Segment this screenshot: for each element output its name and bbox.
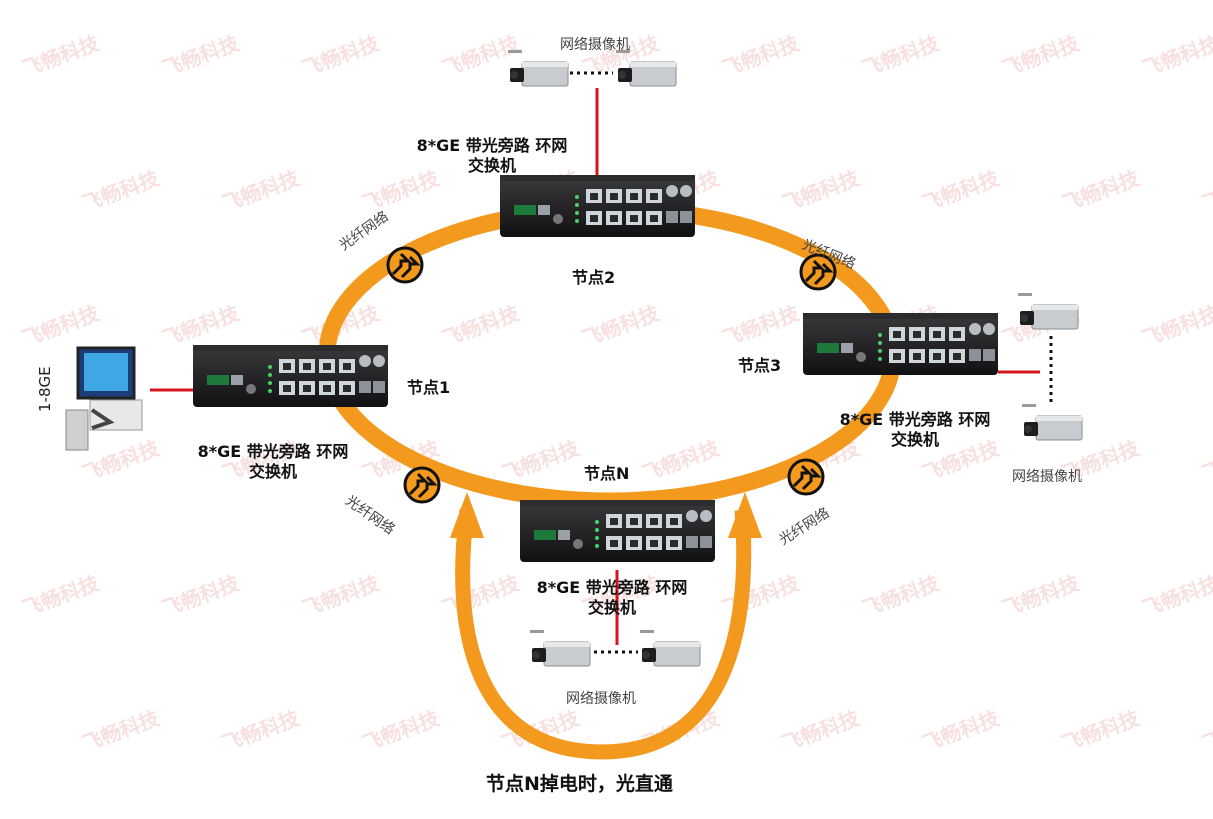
switch-nodeN bbox=[520, 500, 715, 562]
nodeN-label: 节点N bbox=[584, 464, 630, 483]
device-caption-line1: 8*GE 带光旁路 环网 bbox=[416, 136, 568, 155]
node2-label: 节点2 bbox=[572, 268, 616, 287]
fiber-arrow-icon bbox=[403, 466, 441, 504]
bypass-arrow-left bbox=[450, 492, 484, 538]
device-caption-line2: 交换机 bbox=[890, 430, 939, 449]
fiber-arrow-icon bbox=[386, 246, 424, 284]
camera-label: 网络摄像机 bbox=[1012, 469, 1082, 485]
camera-icon bbox=[1017, 292, 1079, 330]
switch-node2 bbox=[500, 175, 695, 237]
bypass-loop bbox=[455, 509, 752, 760]
camera-label: 网络摄像机 bbox=[560, 37, 630, 53]
node1-label: 节点1 bbox=[407, 378, 451, 397]
device-caption-node2: 8*GE 带光旁路 环网 交换机 bbox=[407, 136, 577, 176]
bypass-arrow-right bbox=[728, 492, 762, 538]
camera-label: 网络摄像机 bbox=[566, 691, 636, 707]
bypass-caption: 节点N掉电时，光直通 bbox=[486, 773, 673, 795]
pc-icon bbox=[65, 346, 143, 451]
camera-icon bbox=[615, 49, 677, 87]
fiber-arrow-icon bbox=[787, 458, 825, 496]
device-caption-node3: 8*GE 带光旁路 环网 交换机 bbox=[830, 410, 1000, 450]
switch-node3 bbox=[803, 313, 998, 375]
switch-node1 bbox=[193, 345, 388, 407]
camera-icon bbox=[1021, 403, 1083, 441]
device-caption-line1: 8*GE 带光旁路 环网 bbox=[536, 578, 688, 597]
device-caption-line1: 8*GE 带光旁路 环网 bbox=[839, 410, 991, 429]
pc-port-label: 1-8GE bbox=[36, 366, 54, 412]
device-caption-nodeN: 8*GE 带光旁路 环网 交换机 bbox=[527, 578, 697, 618]
device-caption-node1: 8*GE 带光旁路 环网 交换机 bbox=[188, 442, 358, 482]
device-caption-line2: 交换机 bbox=[248, 462, 297, 481]
device-caption-line1: 8*GE 带光旁路 环网 bbox=[197, 442, 349, 461]
camera-icon bbox=[639, 629, 701, 667]
node3-label: 节点3 bbox=[738, 356, 782, 375]
camera-icon bbox=[529, 629, 591, 667]
device-caption-line2: 交换机 bbox=[587, 598, 636, 617]
camera-icon bbox=[507, 49, 569, 87]
device-caption-line2: 交换机 bbox=[467, 156, 516, 175]
